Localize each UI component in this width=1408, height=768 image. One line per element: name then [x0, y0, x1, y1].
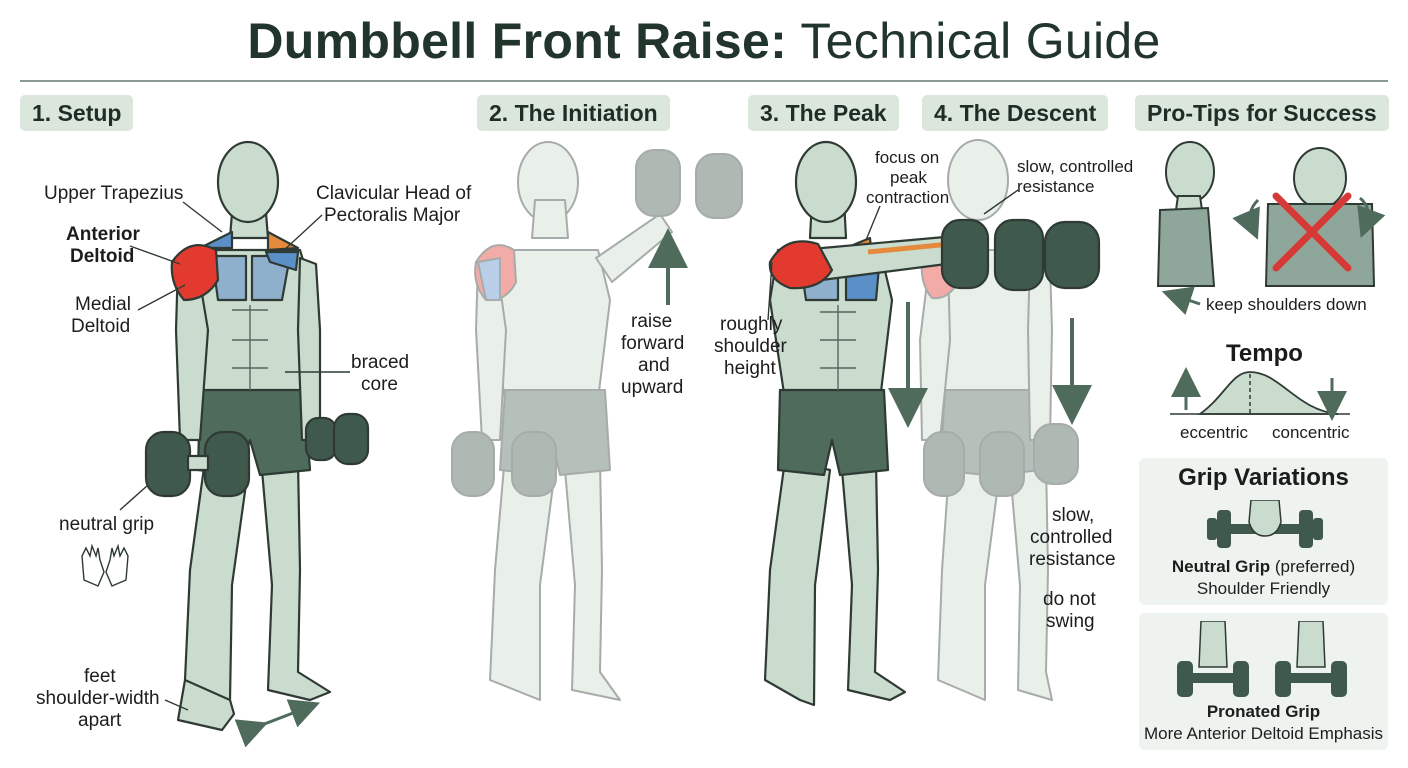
- pronated-grip-name: Pronated Grip: [1206, 702, 1321, 721]
- pronated-grip-card: Pronated Grip More Anterior Deltoid Emph…: [1139, 613, 1388, 750]
- label-clavicular-head-1: Clavicular Head of: [316, 183, 472, 204]
- step-peak-header: 3. The Peak: [748, 95, 899, 131]
- title-bold: Dumbbell Front Raise:: [247, 13, 788, 69]
- label-swing-2: swing: [1046, 611, 1095, 632]
- step-initiation-header: 2. The Initiation: [477, 95, 670, 131]
- pro-tips-header: Pro-Tips for Success: [1135, 95, 1389, 131]
- label-descent-mid-1: slow,: [1052, 505, 1095, 526]
- label-feet-1: feet: [84, 666, 116, 687]
- label-keep-shoulders-down: keep shoulders down: [1206, 295, 1367, 314]
- label-height-1: roughly: [720, 314, 783, 335]
- label-focus-1: focus on: [875, 148, 940, 167]
- shrug-left-arrow: [1232, 198, 1260, 240]
- peak-figure: [763, 140, 1101, 707]
- step-setup-header: 1. Setup: [20, 95, 134, 131]
- label-descent-mid-2: controlled: [1030, 527, 1113, 548]
- shoulder-posture-correct: [1156, 141, 1216, 287]
- tempo-curve: [1170, 371, 1350, 415]
- label-focus-3: contraction: [866, 188, 950, 207]
- label-height-3: height: [724, 358, 776, 379]
- label-medial-deltoid-2: Deltoid: [71, 316, 131, 337]
- label-raise-2: forward: [621, 333, 685, 354]
- label-raise-1: raise: [631, 311, 673, 332]
- tempo-title: Tempo: [1226, 340, 1303, 367]
- setup-pointers: [119, 201, 350, 711]
- neutral-grip-name: Neutral Grip: [1171, 557, 1271, 576]
- label-raise-4: upward: [621, 377, 684, 398]
- grip-variations-card: Grip Variations Neutral Grip (preferred)…: [1139, 458, 1388, 605]
- step-descent-header: 4. The Descent: [922, 95, 1109, 131]
- neutral-grip-dumbbell-icon: [1207, 500, 1323, 548]
- feet-width-arrow: [234, 699, 321, 748]
- label-descent-mid-3: resistance: [1029, 549, 1116, 570]
- neutral-grip-label: Neutral Grip (preferred): [1139, 557, 1388, 577]
- label-braced-core-2: core: [361, 374, 398, 395]
- neutral-grip-hands-icon: [81, 543, 129, 587]
- shrug-right-arrow: [1357, 196, 1386, 239]
- incorrect-x-icon: [1272, 192, 1352, 272]
- label-feet-2: shoulder-width: [36, 688, 160, 709]
- setup-figure: [144, 140, 370, 732]
- pronated-grip-sub: More Anterior Deltoid Emphasis: [1143, 724, 1384, 743]
- title-regular: Technical Guide: [800, 13, 1161, 69]
- label-descent-top-2: resistance: [1017, 177, 1095, 196]
- label-eccentric: eccentric: [1180, 423, 1249, 442]
- label-anterior-deltoid-1: Anterior: [66, 224, 140, 245]
- grip-variations-title: Grip Variations: [1178, 464, 1349, 491]
- label-medial-deltoid-1: Medial: [75, 294, 131, 315]
- label-swing-1: do not: [1043, 589, 1096, 610]
- peak-pointers: [767, 189, 1019, 321]
- label-feet-3: apart: [78, 710, 122, 731]
- page-title: Dumbbell Front Raise: Technical Guide: [0, 8, 1408, 74]
- label-upper-trapezius: Upper Trapezius: [44, 183, 184, 204]
- label-descent-top-1: slow, controlled: [1017, 157, 1134, 176]
- label-focus-2: peak: [890, 168, 927, 187]
- label-concentric: concentric: [1272, 423, 1350, 442]
- title-divider: [20, 80, 1388, 82]
- pronated-grip-dumbbells-icon: [1177, 621, 1347, 697]
- label-neutral-grip: neutral grip: [59, 514, 155, 535]
- initiation-figure: [451, 141, 743, 701]
- label-anterior-deltoid-2: Deltoid: [70, 246, 135, 267]
- label-raise-3: and: [638, 355, 670, 376]
- label-braced-core-1: braced: [351, 352, 410, 373]
- shoulders-down-arrow: [1161, 286, 1201, 315]
- pronated-grip-label: Pronated Grip: [1139, 702, 1388, 722]
- label-height-2: shoulder: [714, 336, 787, 357]
- label-clavicular-head-2: Pectoralis Major: [324, 205, 461, 226]
- neutral-grip-note: (preferred): [1274, 557, 1356, 576]
- neutral-grip-sub: Shoulder Friendly: [1196, 579, 1331, 598]
